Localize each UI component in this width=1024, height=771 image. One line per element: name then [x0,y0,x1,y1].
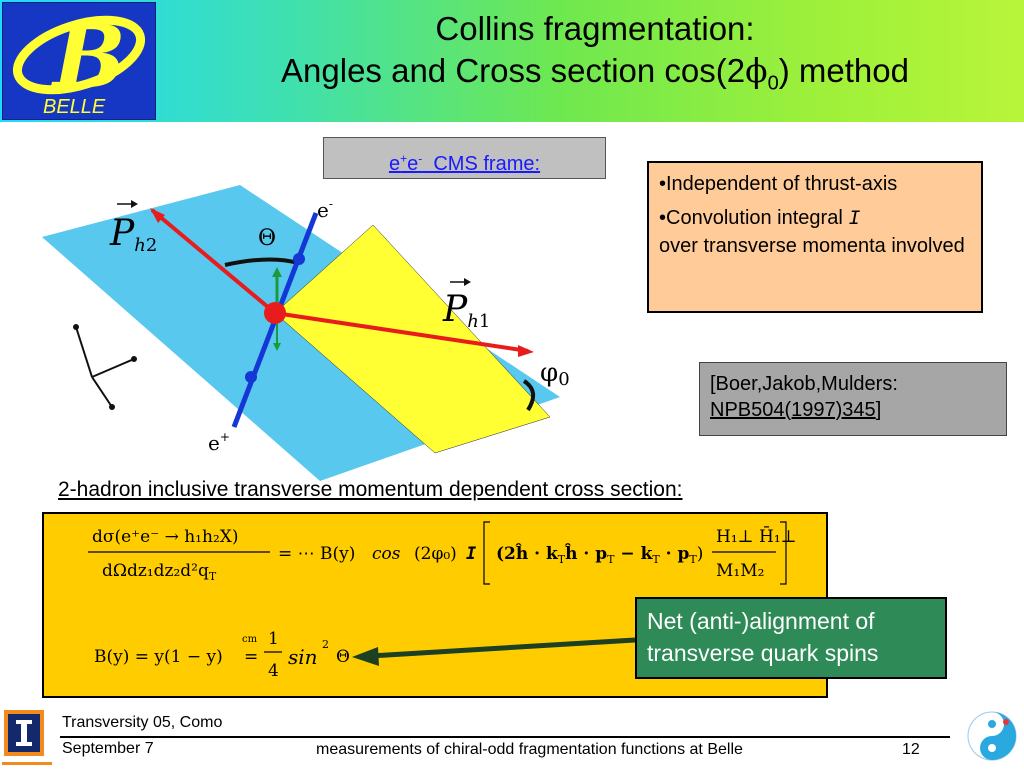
ph2-arrowhead [150,208,165,223]
cross-section-heading: 2-hadron inclusive transverse momentum d… [58,478,683,501]
formula-eq: = ⋯ B(y) [278,544,355,564]
formula-sin: sin [288,645,318,669]
formula-arg: (2φ₀) [414,544,457,564]
cms-frame-link[interactable]: e+e- CMS frame: [388,151,541,175]
bullet-box: •Independent of thrust-axis •Convolution… [647,161,983,313]
phi0-arc [522,379,536,412]
footer-divider [60,736,950,738]
slide-title: Collins fragmentation: Angles and Cross … [175,8,1015,105]
formula-sin-power: 2 [322,638,329,651]
hadron-plane [274,224,551,454]
formula-by-lhs: B(y) = y(1 − y) [94,647,223,667]
ph1-vector [274,311,529,353]
interaction-point [264,302,286,324]
ph2-label: Ph2 [109,213,157,256]
theta-label: Θ [258,226,276,251]
frame-axis-x [75,326,93,378]
belle-logo: B BELLE [2,2,156,120]
frame-axis-y [91,358,135,378]
formula-cos: cos [372,544,401,564]
formula-frac-den: 4 [268,661,279,681]
belle-logo-text: BELLE [43,96,106,118]
reference-box: [Boer,Jakob,Mulders: NPB504(1997)345] [699,362,1007,436]
theta-arc [224,257,299,267]
formula-I: I [466,544,477,564]
cross-section-formula: dσ(e⁺e⁻ → h₁h₂X) dΩdz₁dz₂d²qT = ⋯ B(y) c… [88,521,797,681]
slide-number: 12 [902,741,920,758]
phi0-label: φ0 [540,358,570,390]
cms-frame-box: e+e- CMS frame: [323,137,606,179]
title-line-1: Collins fragmentation: [435,10,755,47]
reference-link[interactable]: NPB504(1997)345 [710,399,876,421]
illinois-logo [2,708,52,766]
bullet-thrust-axis: •Independent of thrust-axis [659,173,898,195]
ph2-vector [150,208,277,315]
formula-H-denominator: M₁M₂ [716,561,764,581]
title-line-2: Angles and Cross section cos(2ϕ0) method [281,51,909,95]
formula-bracket: (2ĥ · kTĥ · pT − kT · pT) [496,543,703,566]
beam-marker [293,253,305,265]
footer-subtitle: measurements of chiral-odd fragmentation… [316,741,743,758]
ph1-arrowhead [518,345,534,357]
footer-date: September 7 [62,740,154,757]
institute-logo [966,710,1018,762]
collins-angle-diagram: e- e+ Θ Ph2 Ph1 φ0 [42,185,570,481]
formula-H-numerator: H₁⊥ H̄₁⊥ [716,525,797,547]
e-plus-label: e+ [208,430,230,455]
net-alignment-box: Net (anti-)alignment of transverse quark… [635,597,947,679]
pointer-arrow [352,637,636,666]
e-minus-label: e- [317,197,333,222]
formula-theta: Θ [336,647,350,667]
ph1-label: Ph1 [442,289,490,332]
formula-lhs-numerator: dσ(e⁺e⁻ → h₁h₂X) [92,527,239,547]
formula-frac-num: 1 [268,629,279,649]
formula-lhs-denominator: dΩdz₁dz₂d²qT [102,561,217,583]
belle-logo-letter: B [50,7,126,108]
beam-marker [245,371,257,383]
formula-cm: cm [242,634,258,645]
formula-by-eq: = [244,647,258,667]
frame-axis-z [91,376,113,408]
slide-header [0,0,1024,122]
footer-conference: Transversity 05, Como [62,714,223,731]
